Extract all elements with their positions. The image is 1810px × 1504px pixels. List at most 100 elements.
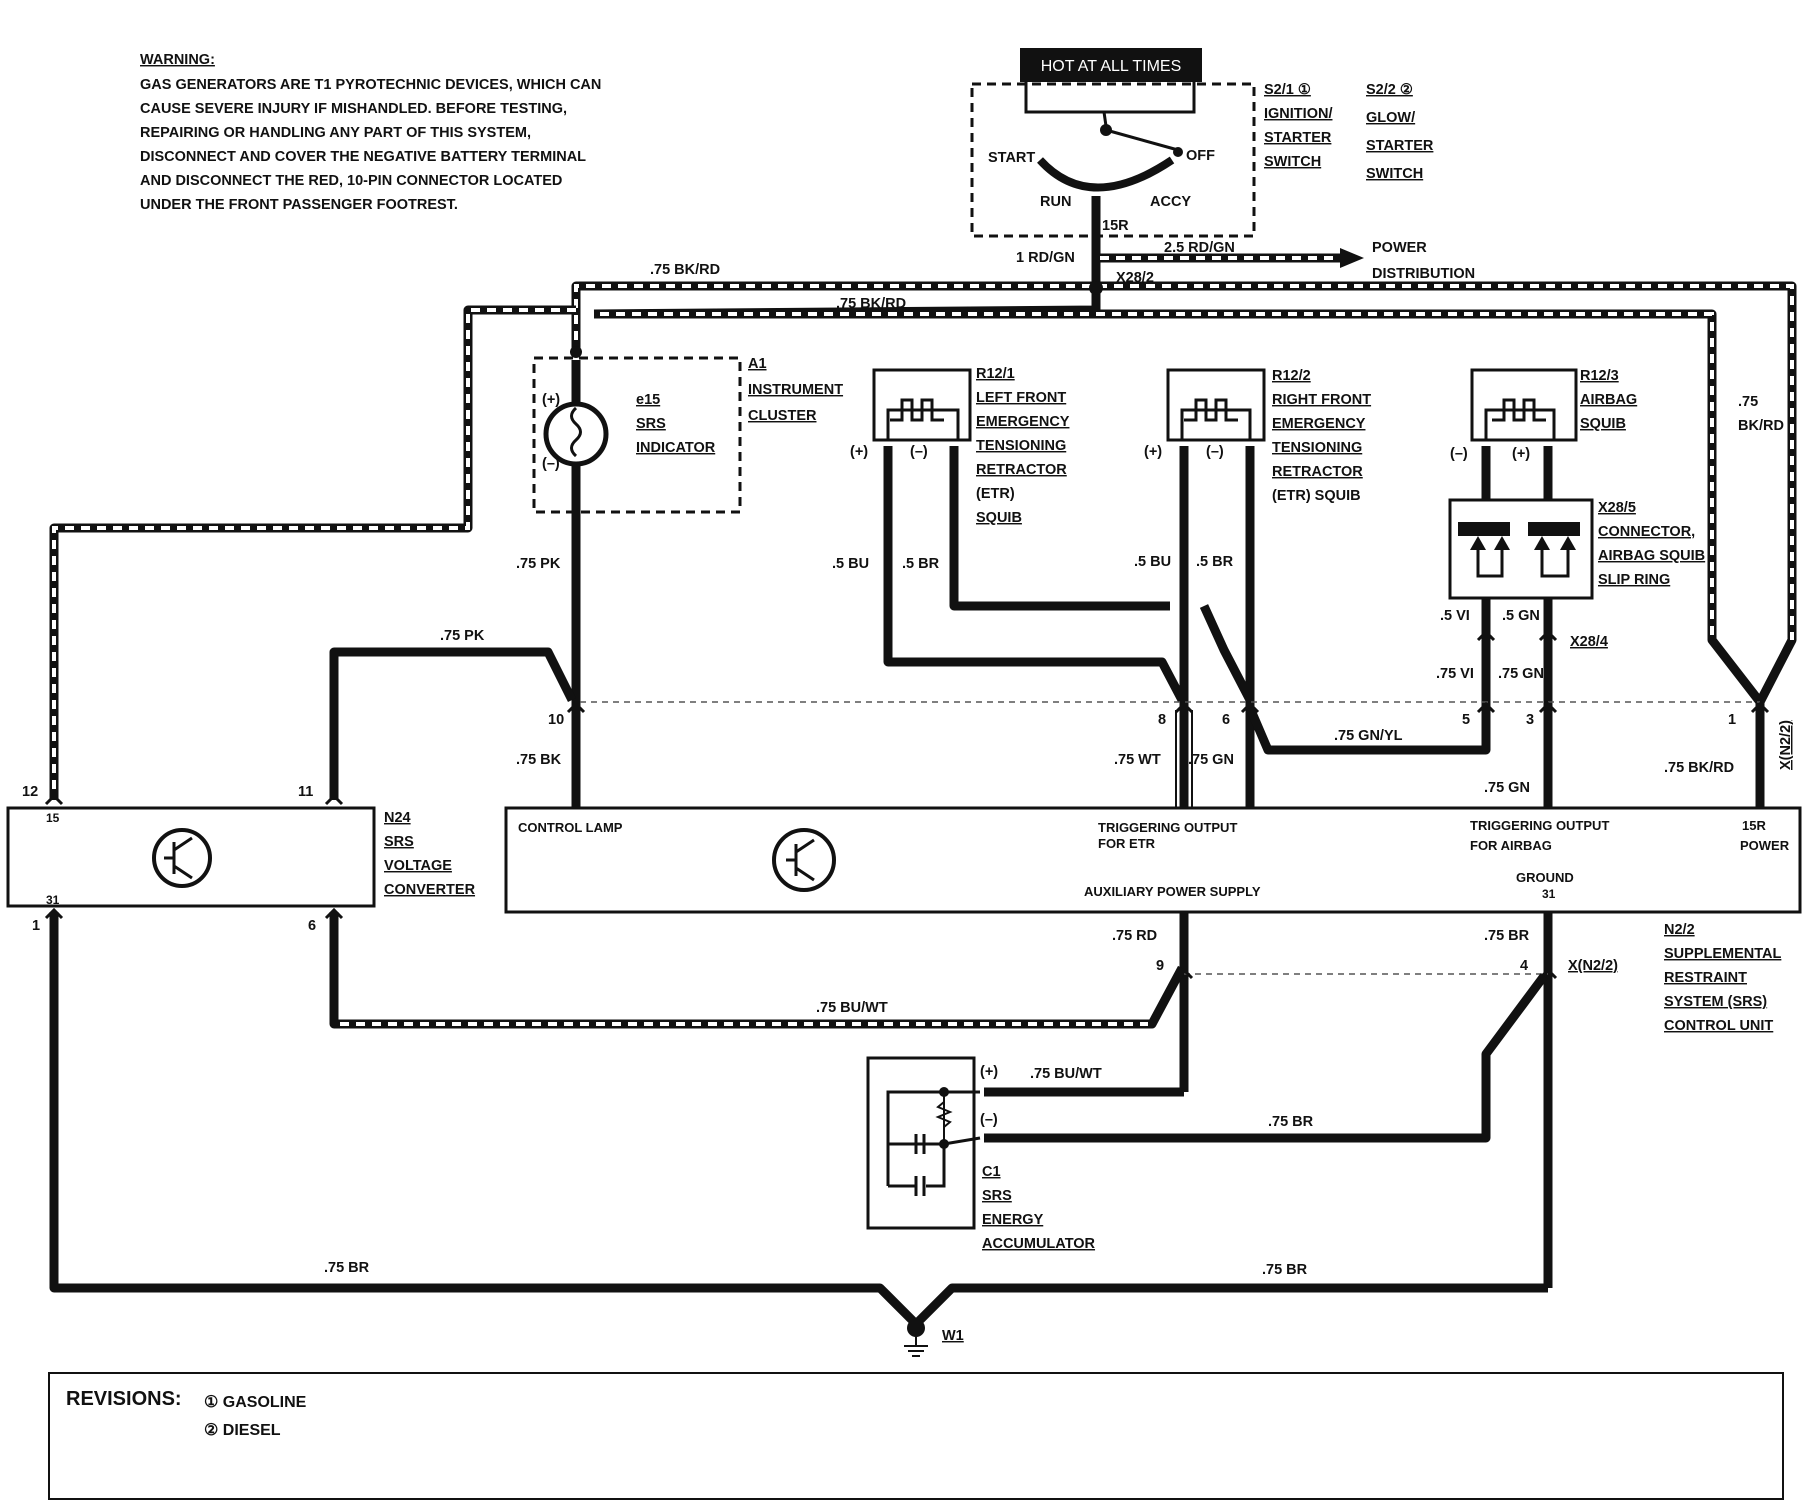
a1-terminal-dot	[570, 346, 582, 358]
br-wire-left	[949, 446, 1170, 611]
bkrd-bus: .75 BK/RD .75 BK/RD .75 BK/RD	[49, 262, 1797, 808]
wire-label: .75 PK	[440, 628, 485, 644]
switch-off-contact	[1173, 147, 1183, 157]
n22-label: CONTROL UNIT	[1664, 1018, 1773, 1034]
srs-indicator-lamp-icon	[543, 401, 609, 467]
n24-terminal-31: 31	[46, 893, 60, 907]
r122-plus: (+)	[1144, 444, 1162, 460]
s21-label: S2/1 ①	[1264, 82, 1311, 98]
wire-label: .75 PK	[516, 556, 561, 572]
n22-box	[504, 806, 1802, 914]
pin-marker	[566, 701, 586, 714]
a1-label: A1	[748, 356, 767, 372]
wire-label: .75 GN	[1498, 666, 1544, 682]
pin-label: 10	[548, 712, 564, 728]
transistor-icon	[152, 828, 212, 888]
slip-ring-contact-icon	[1534, 536, 1550, 550]
pin-marker	[1750, 701, 1770, 714]
n22-label: SYSTEM (SRS)	[1664, 994, 1767, 1010]
pin-label: 4	[1520, 958, 1528, 974]
switch-pos-start: START	[988, 150, 1035, 166]
n22-label: RESTRAINT	[1664, 970, 1747, 986]
n24-label: CONVERTER	[384, 882, 476, 898]
warning-line: DISCONNECT AND COVER THE NEGATIVE BATTER…	[140, 149, 586, 165]
warning-note: WARNING: GAS GENERATORS ARE T1 PYROTECHN…	[140, 52, 601, 213]
pin-label: 6	[1222, 712, 1230, 728]
s22-label: GLOW/	[1366, 110, 1415, 126]
wire-label: .75 BR	[1484, 928, 1530, 944]
resistor-icon	[935, 1101, 953, 1128]
pin-labels: 10 8 6 5 3 1 X(N2/2) 12 11 1 6 9 4 X(N2/…	[22, 712, 1794, 974]
pin-markers	[44, 629, 1770, 980]
trig-airbag-label: FOR AIRBAG	[1470, 838, 1552, 853]
wire-label: .75 BR	[1262, 1262, 1308, 1278]
br-cross-wire	[1199, 604, 1254, 703]
e15-label: e15	[636, 392, 660, 408]
pin-label: 11	[298, 784, 313, 800]
r122-minus: (–)	[1206, 444, 1224, 460]
switch-pos-run: RUN	[1040, 194, 1071, 210]
pin-marker	[324, 793, 344, 806]
wire-label: .75 GN	[1188, 752, 1234, 768]
pin-marker	[1476, 701, 1496, 714]
wire-label: .75 BU/WT	[1030, 1066, 1102, 1082]
wire-label: .75 BR	[324, 1260, 370, 1276]
slip-ring-contact-icon	[1494, 536, 1510, 550]
r122-label: RIGHT FRONT	[1272, 392, 1371, 408]
switch-contact	[1102, 111, 1108, 127]
n22-srs-control-unit: CONTROL LAMP TRIGGERING OUTPUT FOR ETR T…	[504, 806, 1802, 1034]
pin-marker	[44, 793, 64, 806]
n22-label: N2/2	[1664, 922, 1695, 938]
a1-label: CLUSTER	[748, 408, 817, 424]
n22-power-label: POWER	[1740, 838, 1790, 853]
n24-terminal-15: 15	[46, 811, 60, 825]
r121-plus: (+)	[850, 444, 868, 460]
ground-label: 31	[1542, 887, 1556, 901]
r121-minus: (–)	[910, 444, 928, 460]
wire-label: .75 BR	[1268, 1114, 1314, 1130]
hot-at-all-times-label: HOT AT ALL TIMES	[1041, 58, 1182, 75]
wire-label: .5 BU	[832, 556, 869, 572]
e15-label: INDICATOR	[636, 440, 716, 456]
wire-label: .5 BR	[1196, 554, 1234, 570]
warning-line: AND DISCONNECT THE RED, 10-PIN CONNECTOR…	[140, 173, 562, 189]
wire-label: BK/RD	[1738, 418, 1784, 434]
pin-marker	[324, 907, 344, 920]
c1-minus: (–)	[980, 1112, 998, 1128]
n22-label: SUPPLEMENTAL	[1664, 946, 1781, 962]
pin-marker	[1240, 701, 1260, 714]
r121-label: TENSIONING	[976, 438, 1066, 454]
c1-energy-accumulator: (+) (–) C1 SRS ENERGY ACCUMULATOR	[866, 1056, 1096, 1252]
x284-label: X28/4	[1570, 634, 1608, 650]
a1-label: INSTRUMENT	[748, 382, 843, 398]
switch-pos-off: OFF	[1186, 148, 1215, 164]
pin-label: 5	[1462, 712, 1470, 728]
warning-line: REPAIRING OR HANDLING ANY PART OF THIS S…	[140, 125, 531, 141]
r122-label: R12/2	[1272, 368, 1311, 384]
pin-label: 3	[1526, 712, 1534, 728]
r123-minus: (–)	[1450, 446, 1468, 462]
a1-minus: (–)	[542, 456, 560, 472]
ground-w1: W1	[904, 1319, 964, 1357]
n22-power-label: 15R	[1742, 818, 1766, 833]
power-distribution-label: POWER	[1372, 240, 1427, 256]
c1-label: SRS	[982, 1188, 1012, 1204]
bu-wire-left	[883, 446, 1186, 703]
x285-label: X28/5	[1598, 500, 1636, 516]
n24-label: N24	[384, 810, 411, 826]
r121-label: R12/1	[976, 366, 1015, 382]
switch-arc	[1037, 156, 1175, 192]
wire-label: .75 RD	[1112, 928, 1157, 944]
switch-bus-bar	[1024, 82, 1196, 114]
warning-line: GAS GENERATORS ARE T1 PYROTECHNIC DEVICE…	[140, 77, 601, 93]
pin-label: 1	[1728, 712, 1736, 728]
pin-label: 6	[308, 918, 316, 934]
r122-label: TENSIONING	[1272, 440, 1362, 456]
r122-label: RETRACTOR	[1272, 464, 1363, 480]
gnyl-wire	[1245, 706, 1491, 755]
warning-title: WARNING:	[140, 52, 215, 68]
r123-plus: (+)	[1512, 446, 1530, 462]
switch-dashed-box	[970, 82, 1256, 238]
c1-plus: (+)	[980, 1064, 998, 1080]
r122-right-etr-squib: (+) (–) R12/2 RIGHT FRONT EMERGENCY TENS…	[1134, 368, 1371, 808]
